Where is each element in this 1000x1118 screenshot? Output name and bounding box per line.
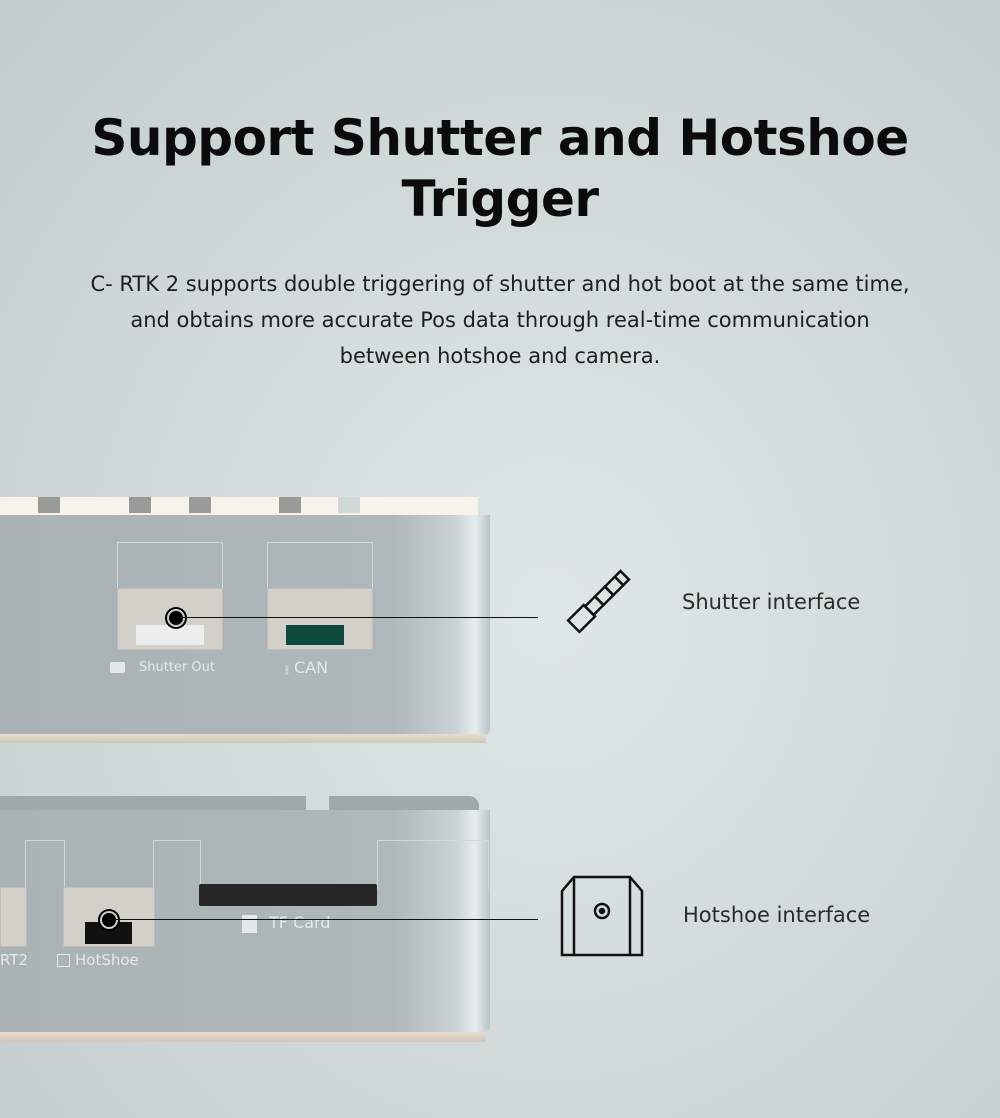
rt2-label: RT2 xyxy=(0,951,29,969)
hotshoe-label: HotShoe xyxy=(57,951,139,969)
can-label: ⫲ CAN xyxy=(285,658,329,677)
hotshoe-icon xyxy=(57,954,70,967)
hotshoe-leader-line xyxy=(109,919,538,920)
hotshoe-mount-icon xyxy=(560,875,644,957)
shutter-interface-label: Shutter interface xyxy=(682,590,861,614)
camera-icon xyxy=(110,662,125,673)
device-bottom-lid xyxy=(0,796,306,810)
shutter-leader-line xyxy=(176,617,538,618)
title-line-2: Trigger xyxy=(401,170,599,228)
hotshoe-pointer-dot xyxy=(100,911,118,929)
rt2-port xyxy=(0,887,27,947)
device-top-edge xyxy=(0,734,486,743)
notch xyxy=(377,840,489,889)
device-top-lid xyxy=(0,497,478,515)
notch xyxy=(267,542,373,591)
shutter-pointer-dot xyxy=(167,609,185,627)
description-line: and obtains more accurate Pos data throu… xyxy=(130,308,870,332)
vent xyxy=(279,497,301,513)
description-line: C- RTK 2 supports double triggering of s… xyxy=(90,272,910,296)
hotshoe-port xyxy=(63,887,155,947)
sliders-icon: ⫲ xyxy=(285,662,289,676)
description: C- RTK 2 supports double triggering of s… xyxy=(40,266,960,374)
hotshoe-interface-label: Hotshoe interface xyxy=(683,903,871,927)
description-line: between hotshoe and camera. xyxy=(339,344,661,368)
vent xyxy=(129,497,151,513)
tf-card-slot xyxy=(199,884,377,906)
tf-card-label: TF Card xyxy=(242,913,331,933)
vent xyxy=(189,497,211,513)
can-port xyxy=(267,588,373,650)
gap xyxy=(338,497,360,513)
device-top-face xyxy=(0,515,490,735)
page-title: Support Shutter and Hotshoe Trigger xyxy=(0,108,1000,230)
shutter-out-label: Shutter Out xyxy=(110,660,215,675)
title-line-1: Support Shutter and Hotshoe xyxy=(91,109,909,167)
notch xyxy=(25,840,65,889)
vent xyxy=(38,497,60,513)
notch xyxy=(153,840,201,889)
notch xyxy=(117,542,223,591)
sd-card-icon xyxy=(242,914,257,933)
device-bottom-edge xyxy=(0,1032,486,1042)
audio-jack-icon xyxy=(566,569,631,634)
device-bottom-lid xyxy=(329,796,479,810)
